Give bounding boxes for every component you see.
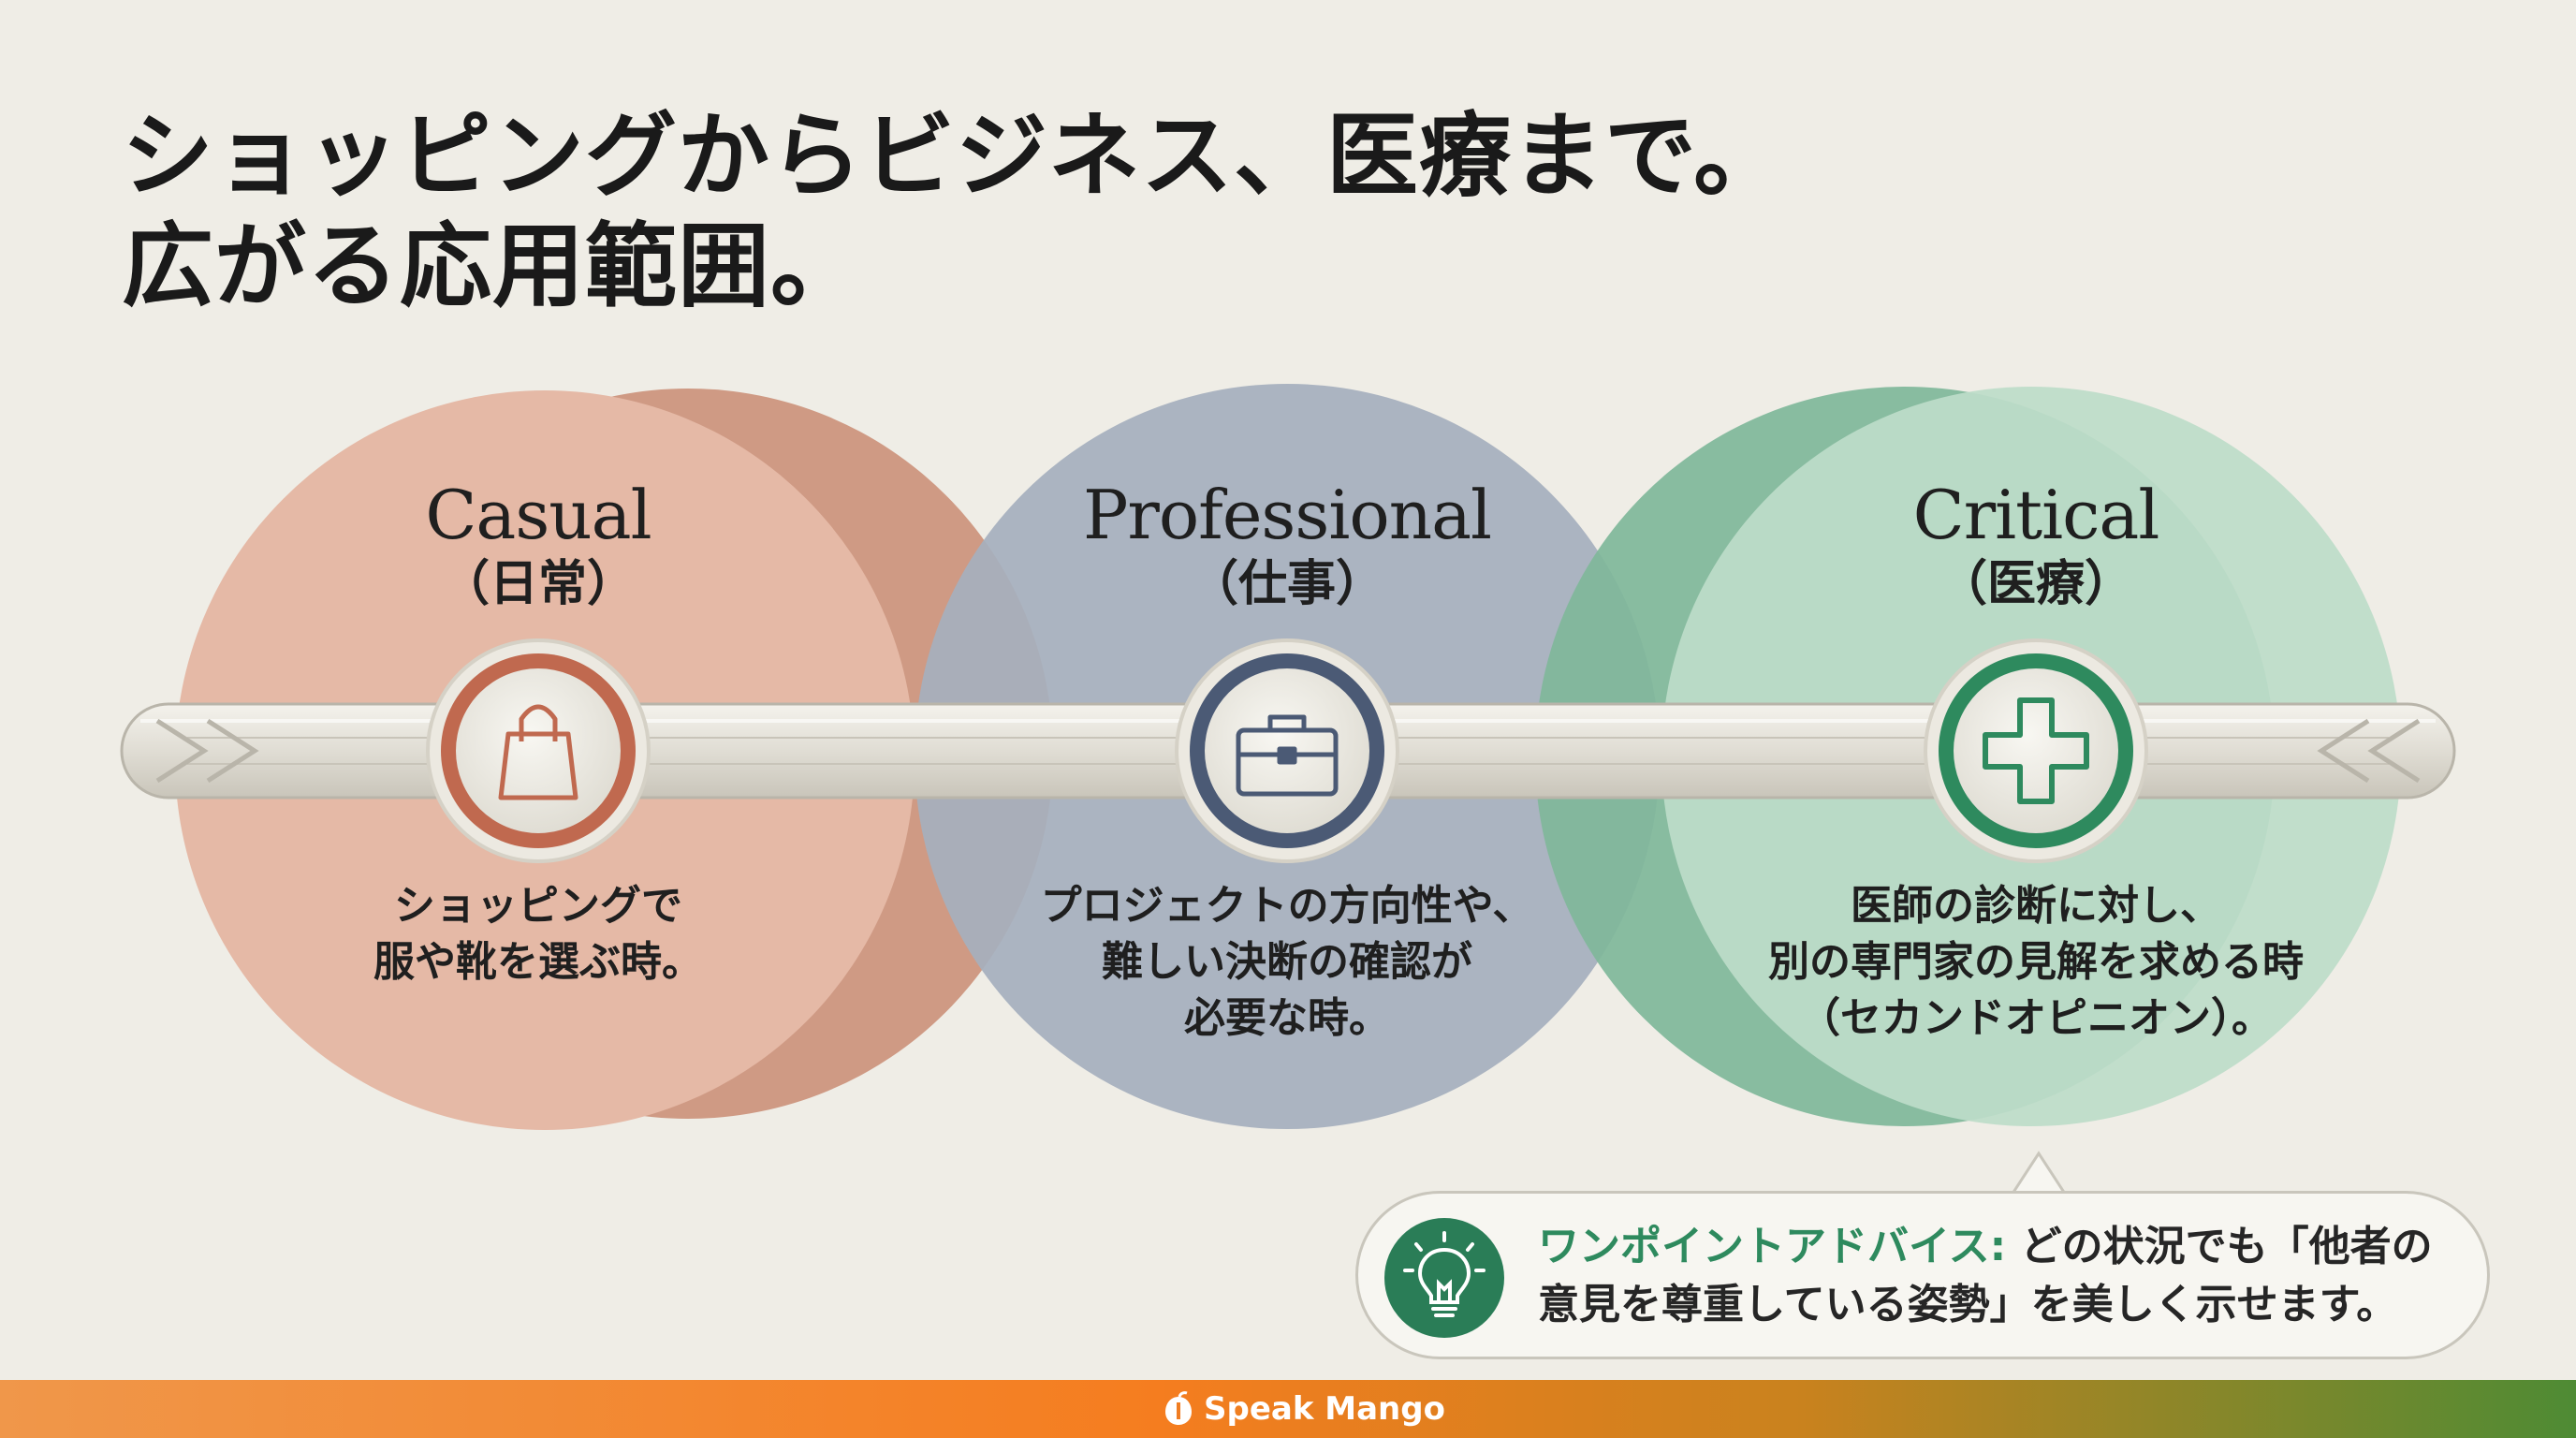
- medical-cross-icon: [1983, 697, 2089, 804]
- professional-subtitle: （仕事）: [1189, 556, 1384, 612]
- casual-subtitle: （日常）: [440, 556, 636, 612]
- mango-logo-icon: [1165, 1391, 1192, 1425]
- professional-label: Professional （仕事）: [1053, 476, 1521, 614]
- description-line: 別の専門家の見解を求める時: [1768, 938, 2304, 986]
- tip-line-1: どの状況でも「他者の: [2020, 1223, 2433, 1270]
- tip-label: ワンポイントアドバイス:: [1538, 1223, 2007, 1270]
- description-line: 服や靴を選ぶ時。: [373, 938, 703, 986]
- description-line: ショッピングで: [394, 882, 682, 930]
- description-line: プロジェクトの方向性や、: [1040, 882, 1534, 930]
- briefcase-icon: [1236, 714, 1339, 797]
- page-title: ショッピングからビジネス、医療まで。 広がる応用範囲。: [122, 101, 1786, 322]
- casual-icon-button: [426, 638, 651, 863]
- critical-subtitle: （医療）: [1938, 556, 2133, 612]
- critical-description: 医師の診断に対し、 別の専門家の見解を求める時 （セカンドオピニオン）。: [1718, 878, 2354, 1047]
- professional-description: プロジェクトの方向性や、 難しい決断の確認が 必要な時。: [1006, 878, 1568, 1047]
- professional-title: Professional: [1082, 476, 1492, 554]
- description-line: 必要な時。: [1184, 994, 1390, 1042]
- critical-icon-button: [1924, 638, 2148, 863]
- tip-line-2: 意見を尊重している姿勢」を美しく示せます。: [1538, 1281, 2398, 1328]
- title-line-2: 広がる応用範囲。: [122, 213, 864, 320]
- brand-name: Speak Mango: [1204, 1390, 1445, 1428]
- title-line-1: ショッピングからビジネス、医療まで。: [122, 103, 1787, 210]
- description-line: （セカンドオピニオン）。: [1799, 994, 2273, 1042]
- footer-bar: Speak Mango: [0, 1380, 2576, 1438]
- lightbulb-icon-badge: [1384, 1218, 1504, 1338]
- tip-pointer: [2011, 1151, 2067, 1195]
- casual-description: ショッピングで 服や靴を選ぶ時。: [304, 878, 772, 990]
- casual-label: Casual （日常）: [351, 476, 725, 614]
- shopping-bag-icon: [498, 704, 578, 800]
- lightbulb-icon: [1403, 1231, 1486, 1317]
- professional-icon-button: [1175, 638, 1399, 863]
- casual-title: Casual: [425, 476, 651, 554]
- description-line: 医師の診断に対し、: [1851, 882, 2221, 930]
- critical-label: Critical （医療）: [1849, 476, 2223, 614]
- tip-box: ワンポイントアドバイス: どの状況でも「他者の 意見を尊重している姿勢」を美しく…: [1355, 1191, 2490, 1359]
- brand: Speak Mango: [1163, 1387, 1445, 1431]
- tip-text: ワンポイントアドバイス: どの状況でも「他者の 意見を尊重している姿勢」を美しく…: [1538, 1218, 2474, 1334]
- critical-title: Critical: [1912, 476, 2160, 554]
- description-line: 難しい決断の確認が: [1102, 938, 1472, 986]
